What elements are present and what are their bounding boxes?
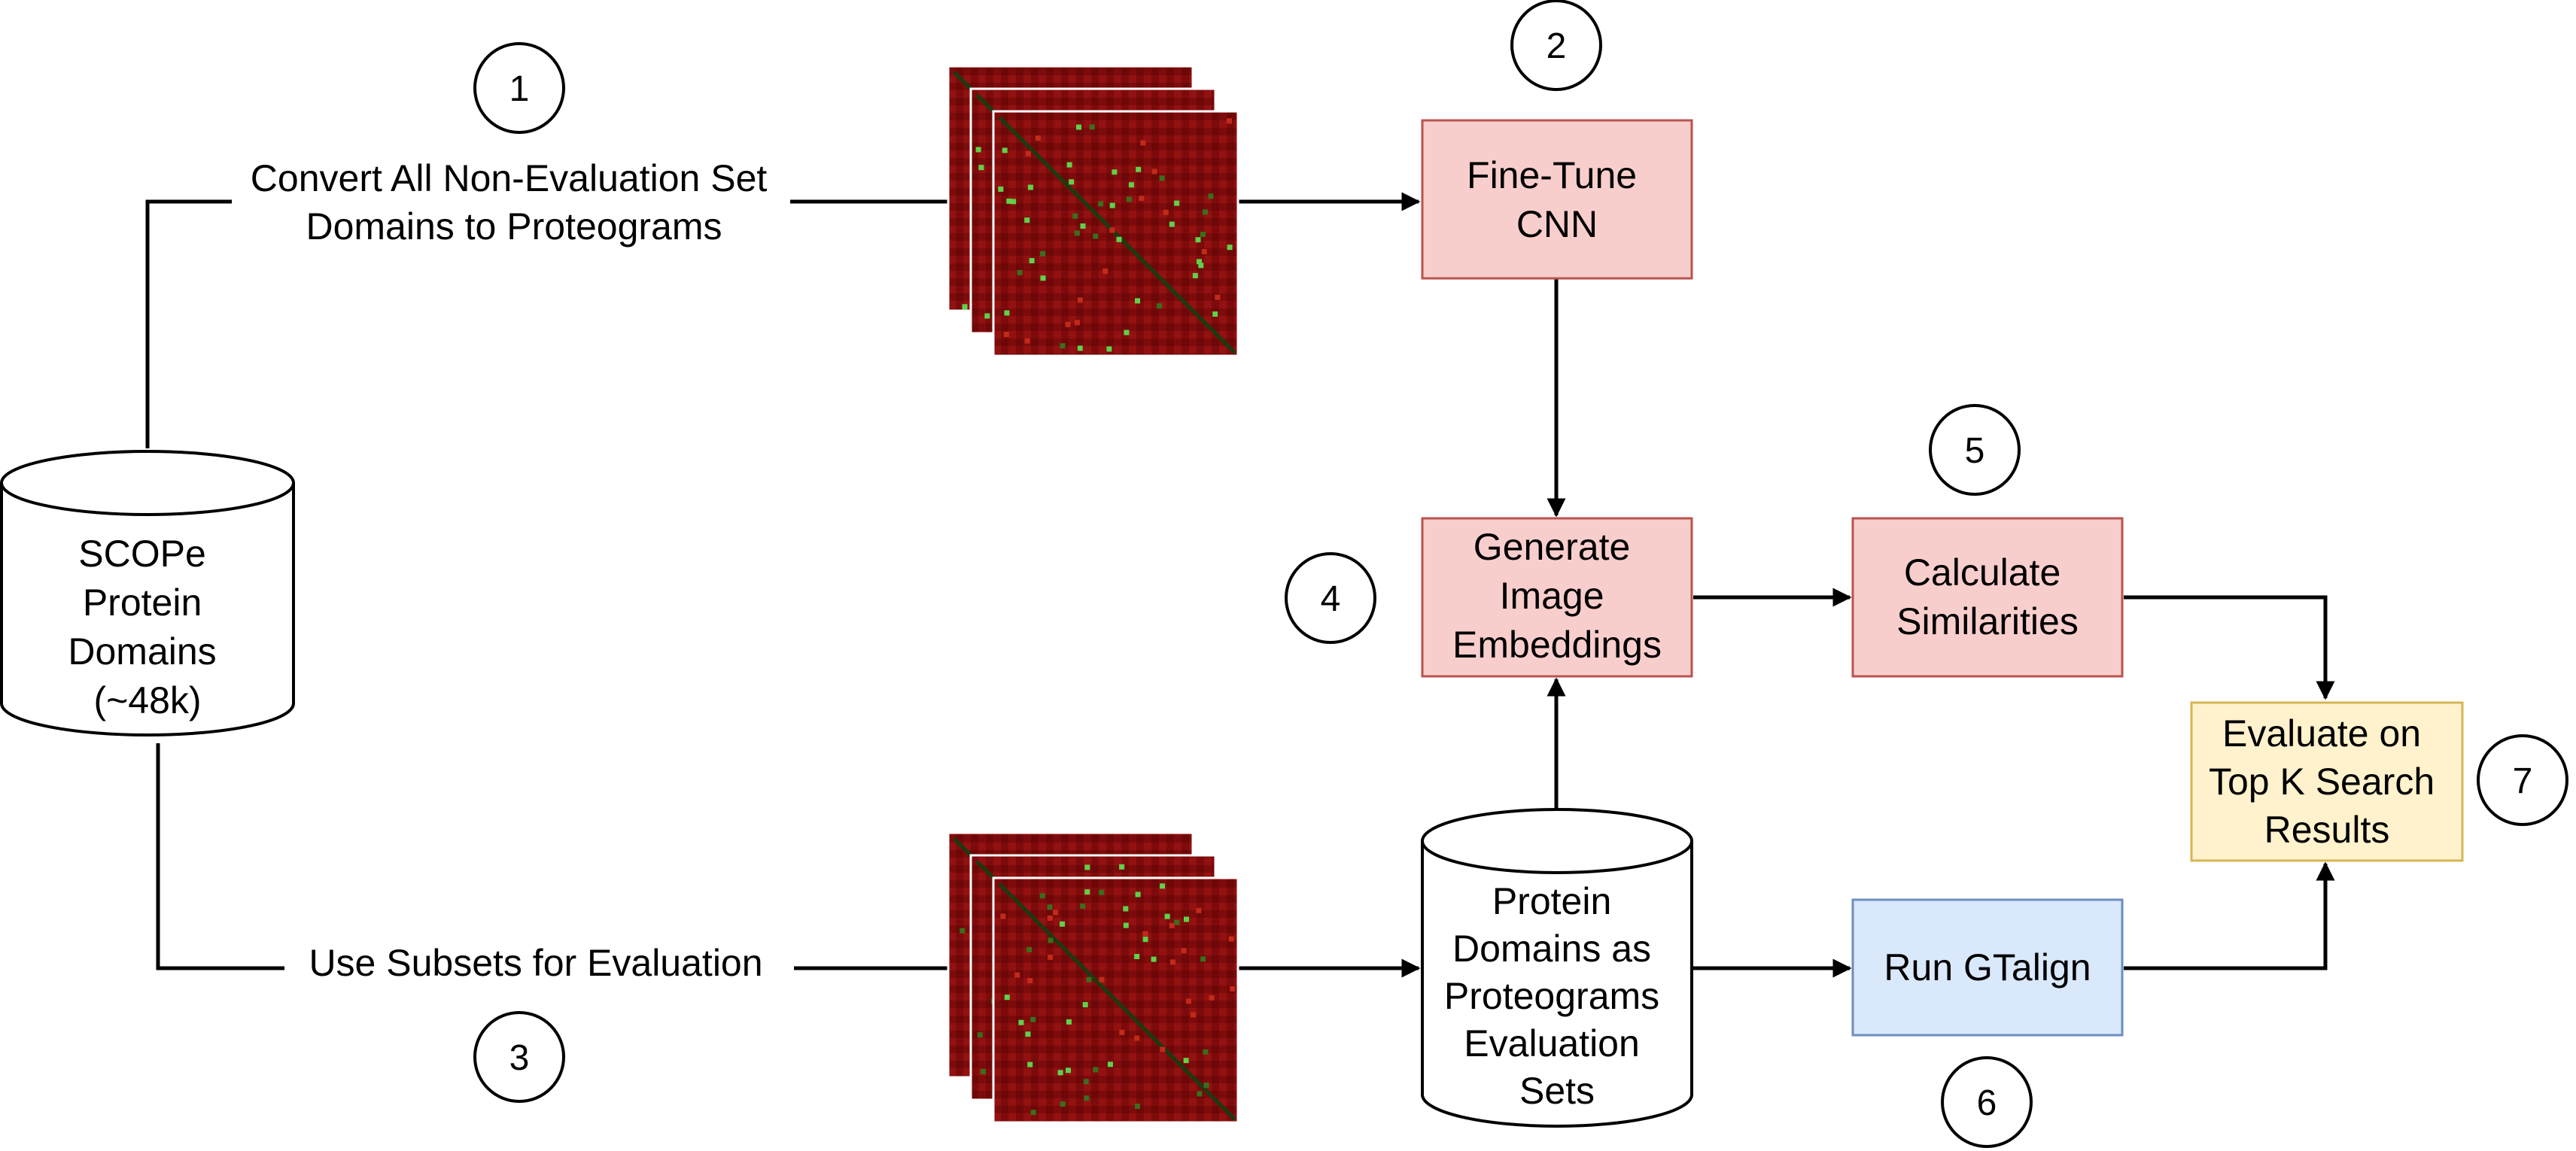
step-evaluate: Evaluate on Top K Search Results 7 — [2190, 701, 2568, 862]
step-label-line: CNN — [1516, 203, 1598, 245]
step-label-line: Evaluate on — [2222, 712, 2421, 755]
step-number-badge — [2477, 734, 2568, 826]
step-label-line: Similarities — [1896, 600, 2079, 642]
step-subsets: Use Subsets for Evaluation 3 — [309, 942, 763, 1103]
step-label-line: Embeddings — [1452, 624, 1662, 666]
step-label-line: Run GTalign — [1884, 946, 2091, 989]
step-number: 1 — [509, 69, 530, 109]
step-number: 6 — [1977, 1083, 1997, 1123]
proteogram-layer — [992, 876, 1239, 1124]
step-number: 3 — [509, 1038, 530, 1078]
step-number-badge — [1941, 1056, 2033, 1148]
step-number-badge — [1510, 0, 1602, 91]
step-label-line: Convert All Non-Evaluation Set — [251, 157, 768, 199]
step-label-line: Domains to Proteograms — [306, 205, 722, 248]
database-label-line: (~48k) — [93, 679, 201, 721]
step-number: 7 — [2513, 761, 2533, 801]
svg-text:Evaluate on Top K Search: Evaluate on Top K Search Results — [2209, 712, 2445, 851]
step-number-badge — [1929, 404, 2021, 496]
evalstore-label-line: Sets — [1519, 1070, 1595, 1112]
step-number: 5 — [1965, 431, 1985, 471]
step-number-badge — [473, 1011, 565, 1103]
connector-gtalign-to-evaluate — [2124, 861, 2335, 970]
step-convert: 1 Convert All Non-Evaluation Set Domains… — [251, 42, 777, 248]
svg-text:SCOPe Protein Doma: SCOPe Protein Domains (~48k) — [68, 533, 227, 721]
evalstore-label-line: Protein — [1492, 880, 1611, 922]
step-label-line: Use Subsets for Evaluation — [309, 942, 762, 984]
step-similarities: 5 Calculate Similarities — [1851, 404, 2124, 678]
step-gtalign: Run GTalign 6 — [1851, 898, 2124, 1148]
evalstore-label-line: Domains as — [1452, 928, 1651, 970]
evalstore-label-line: Proteograms — [1444, 975, 1659, 1017]
embeddings-box — [1421, 517, 1693, 678]
proteogram-stack-icon — [947, 831, 1239, 1124]
step-number: 2 — [1547, 26, 1567, 66]
step-label-line: Image — [1500, 575, 1604, 617]
svg-text:Fine-Tune CNN: Fine-Tune CNN — [1467, 154, 1647, 245]
connector-db-to-convert — [145, 199, 232, 448]
database-label-line: Protein — [83, 582, 202, 624]
database-label-line: Domains — [68, 630, 216, 673]
scope-database: SCOPe Protein Domains (~48k) — [0, 450, 295, 736]
proteogram-stack-icon — [947, 65, 1239, 357]
proteogram-layer — [992, 110, 1239, 357]
connectors — [145, 192, 2335, 978]
evaluate-box — [2190, 701, 2464, 862]
step-number: 4 — [1321, 579, 1341, 619]
svg-text:Protein Domains as: Protein Domains as Proteograms Evaluatio… — [1444, 880, 1670, 1112]
evaluation-sets-database: Protein Domains as Proteograms Evaluatio… — [1421, 808, 1693, 1128]
evalstore-label-line: Evaluation — [1464, 1022, 1640, 1064]
finetune-box — [1421, 119, 1693, 280]
step-finetune: 2 Fine-Tune CNN — [1421, 0, 1693, 280]
step-label-line: Calculate — [1904, 551, 2060, 594]
step-number-badge — [473, 42, 565, 134]
svg-text:Convert All Non-Evaluation Set: Convert All Non-Evaluation Set Domains t… — [251, 157, 777, 248]
database-label-line: SCOPe — [78, 533, 206, 575]
step-embeddings: 4 Generate Image Embeddings — [1285, 517, 1693, 678]
step-label-line: Top K Search — [2209, 761, 2435, 803]
similarities-box — [1851, 517, 2124, 678]
step-label-line: Results — [2264, 809, 2390, 851]
gtalign-box — [1851, 898, 2124, 1037]
svg-text:Generate Image Emb: Generate Image Embeddings — [1452, 526, 1662, 666]
connector-db-to-subsets — [156, 743, 284, 970]
step-number-badge — [1285, 552, 1376, 644]
step-label-line: Generate — [1474, 526, 1630, 568]
svg-text:Calculate Similarities: Calculate Similarities — [1896, 551, 2079, 642]
connector-similarities-to-evaluate — [2124, 595, 2335, 700]
step-label-line: Fine-Tune — [1467, 154, 1637, 196]
